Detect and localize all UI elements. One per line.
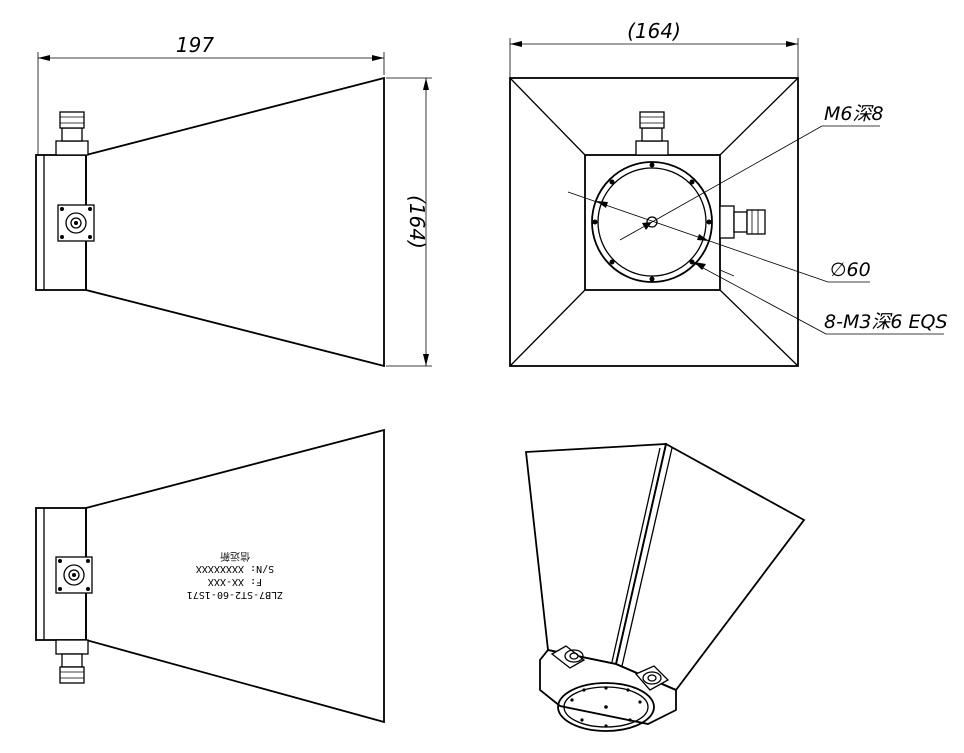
leader-center-hole: [651, 125, 823, 223]
dim-width-label: (164): [627, 19, 681, 43]
n-type-connector-icon: [55, 639, 89, 684]
n-type-connector-icon: [635, 111, 669, 156]
sma-connector-icon: [57, 204, 95, 242]
leader-bolt-holes: [691, 261, 827, 335]
nameplate: ZLB7-ST2-60-1S71 F: XX-XXX S/N: XXXXXXXX…: [187, 550, 283, 600]
sma-connector-icon: [55, 556, 93, 594]
isometric-view: [525, 442, 806, 732]
throat-outline: [584, 154, 721, 291]
flange-icon: [557, 682, 655, 732]
callout-flange-diameter: ∅60: [830, 259, 871, 281]
nameplate-freq: F: XX-XXX: [208, 576, 262, 587]
flange-icon: [591, 161, 713, 283]
nameplate-model: ZLB7-ST2-60-1S71: [187, 589, 283, 600]
horn-left-face: [525, 443, 668, 666]
iso-waveguide-block: [539, 649, 677, 725]
nameplate-serial: S/N: XXXXXXXX: [196, 563, 274, 574]
horn-body: [85, 428, 385, 724]
sma-connector-icon: [719, 205, 766, 239]
dim-length-label: 197: [176, 33, 214, 57]
aperture-outline: [509, 77, 799, 367]
sma-connector-icon: [634, 665, 670, 691]
side-view: 197 (164): [35, 33, 432, 368]
nameplate-maker: 信远新: [220, 550, 250, 563]
callout-bolt-holes: 8-M3深6 EQS: [824, 311, 948, 333]
horn-body: [85, 76, 385, 368]
top-view: (164): [509, 19, 948, 367]
n-type-connector-icon: [550, 645, 586, 669]
dim-height-label: (164): [405, 195, 429, 249]
label-view: ZLB7-ST2-60-1S71 F: XX-XXX S/N: XXXXXXXX…: [35, 428, 385, 724]
callout-center-hole: M6深8: [824, 103, 884, 125]
n-type-connector-icon: [55, 111, 89, 156]
